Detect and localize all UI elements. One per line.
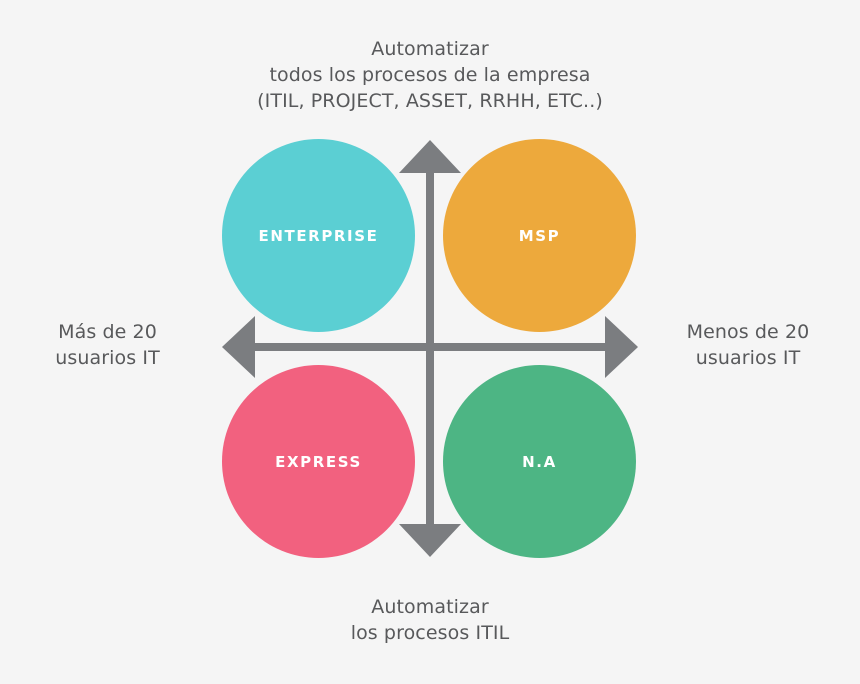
axis-label-top: Automatizar todos los procesos de la emp… bbox=[257, 38, 603, 112]
bubble-na[interactable]: N.A bbox=[443, 365, 636, 558]
bubble-label-na: N.A bbox=[522, 452, 557, 471]
bubble-enterprise[interactable]: ENTERPRISE bbox=[222, 139, 415, 332]
bubble-msp[interactable]: MSP bbox=[443, 139, 636, 332]
axis-label-right: Menos de 20 usuarios IT bbox=[686, 321, 810, 369]
bubble-label-express: EXPRESS bbox=[275, 452, 362, 471]
bubble-label-enterprise: ENTERPRISE bbox=[258, 226, 379, 245]
bubble-express[interactable]: EXPRESS bbox=[222, 365, 415, 558]
bubble-label-msp: MSP bbox=[518, 226, 561, 245]
axis-label-bottom: Automatizar los procesos ITIL bbox=[350, 596, 510, 644]
axis-label-left: Más de 20 usuarios IT bbox=[55, 321, 160, 369]
